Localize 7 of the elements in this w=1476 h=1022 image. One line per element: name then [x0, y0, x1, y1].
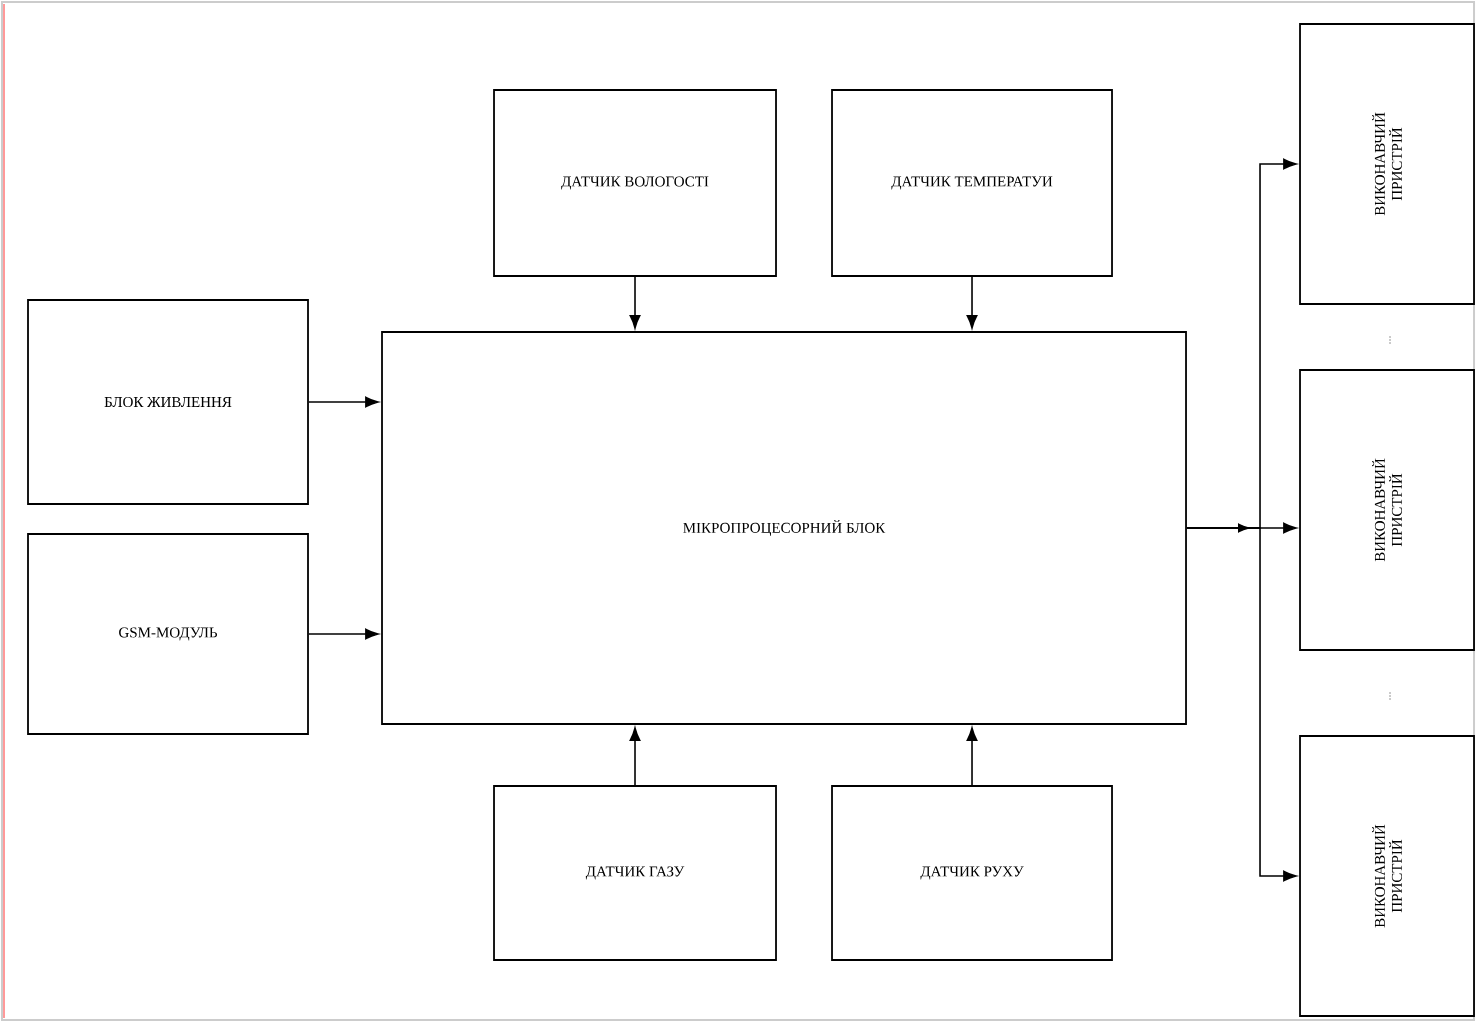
arrow [629, 727, 641, 786]
arrow [308, 628, 379, 640]
arrow [966, 727, 978, 786]
arrow [308, 396, 379, 408]
arrow [629, 276, 641, 329]
arrow [1186, 527, 1297, 882]
arrow [966, 276, 978, 329]
